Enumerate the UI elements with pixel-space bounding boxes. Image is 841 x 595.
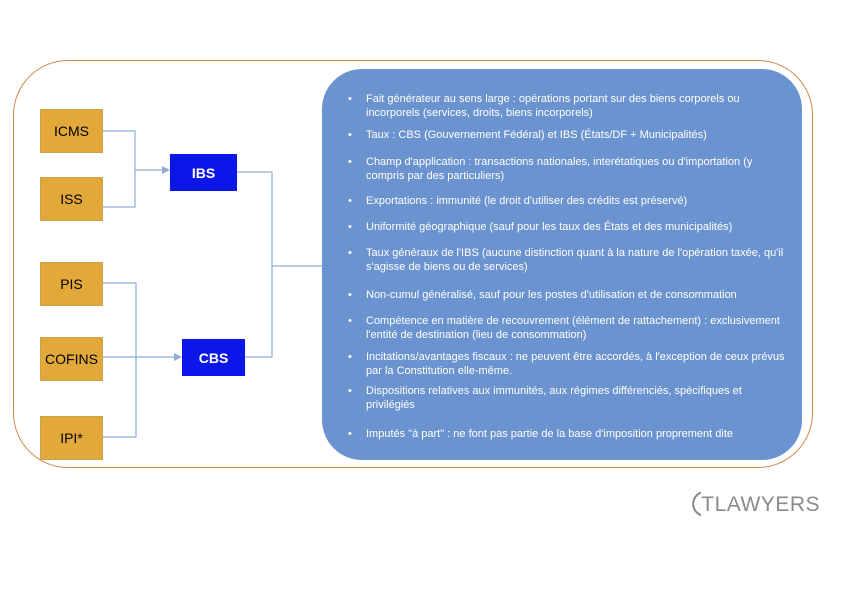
aggregate-label: CBS <box>198 349 229 366</box>
feature-item: Champ d'application : transactions natio… <box>348 155 786 183</box>
tax-box-ipi: IPI* <box>40 416 103 460</box>
features-panel: Fait générateur au sens large : opératio… <box>322 69 802 460</box>
feature-item: Taux : CBS (Gouvernement Fédéral) et IBS… <box>348 128 786 142</box>
feature-item: Fait générateur au sens large : opératio… <box>348 92 786 120</box>
tax-box-iss: ISS <box>40 177 103 221</box>
tax-label: ISS <box>60 191 83 207</box>
tax-label: COFINS <box>45 351 98 367</box>
feature-item: Dispositions relatives aux immunités, au… <box>348 384 786 412</box>
outer-frame <box>13 60 813 468</box>
arrow-cbs <box>174 353 182 361</box>
tax-label: ICMS <box>54 123 89 139</box>
feature-item: Taux généraux de l'IBS (aucune distincti… <box>348 246 786 274</box>
tax-label: PIS <box>60 276 83 292</box>
logo: TLAWYERS <box>690 488 820 522</box>
connector-icms-ibs <box>103 130 136 208</box>
aggregate-label: IBS <box>191 164 216 181</box>
aggregate-box-cbs: CBS <box>182 339 245 376</box>
feature-item: Compétence en matière de recouvrement (é… <box>348 314 786 342</box>
aggregate-box-ibs: IBS <box>170 154 237 191</box>
feature-item: Uniformité géographique (sauf pour les t… <box>348 220 786 234</box>
tax-box-pis: PIS <box>40 262 103 306</box>
connector-ibs-panel <box>237 171 273 358</box>
feature-item: Non-cumul généralisé, sauf pour les post… <box>348 288 786 302</box>
feature-item: Exportations : immunité (le droit d'util… <box>348 194 786 208</box>
tax-box-icms: ICMS <box>40 109 103 153</box>
feature-item: Incitations/avantages fiscaux : ne peuve… <box>348 350 786 378</box>
tax-box-cofins: COFINS <box>40 337 103 381</box>
feature-item: Imputés "à part" : ne font pas partie de… <box>348 427 786 441</box>
tax-label: IPI* <box>60 430 83 446</box>
logo-text: TLAWYERS <box>701 493 820 516</box>
logo-mark-icon <box>692 491 702 517</box>
connector-pis-cbs <box>103 282 137 438</box>
arrow-ibs <box>162 166 170 174</box>
